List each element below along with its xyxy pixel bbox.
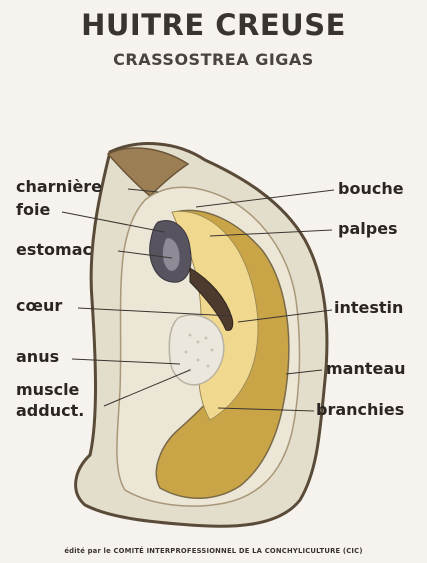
label-adduct: adduct. (16, 402, 84, 420)
label-bouche: bouche (338, 180, 404, 198)
label-charniere: charnière (16, 178, 102, 196)
label-branchies: branchies (316, 401, 404, 419)
label-palpes: palpes (338, 220, 398, 238)
publisher-credit: édité par le COMITÉ INTERPROFESSIONNEL D… (0, 547, 427, 555)
label-coeur: cœur (16, 297, 62, 315)
label-foie: foie (16, 201, 50, 219)
label-muscle: muscle (16, 381, 79, 399)
label-estomac: estomac (16, 241, 92, 259)
label-manteau: manteau (326, 360, 406, 378)
label-intestin: intestin (334, 299, 403, 317)
label-anus: anus (16, 348, 59, 366)
